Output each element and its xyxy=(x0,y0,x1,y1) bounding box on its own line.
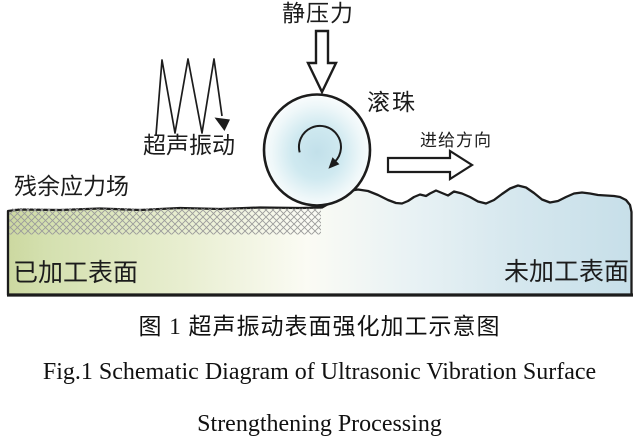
rolling-ball xyxy=(262,93,372,207)
caption-chinese: 图 1 超声振动表面强化加工示意图 xyxy=(138,314,501,339)
label-rolling-ball: 滚珠 xyxy=(367,90,417,115)
label-ultrasonic-vibration: 超声振动 xyxy=(143,133,235,158)
ultrasonic-vibration-wave-icon xyxy=(155,58,230,136)
residual-stress-hatch xyxy=(9,208,321,235)
static-pressure-arrow-icon xyxy=(306,29,338,95)
caption-english-line2: Strengthening Processing xyxy=(197,411,442,437)
label-static-pressure: 静压力 xyxy=(282,1,354,26)
label-unmachined-surface: 未加工表面 xyxy=(503,259,629,286)
label-feed-direction: 进给方向 xyxy=(420,131,492,150)
caption-english-line1: Fig.1 Schematic Diagram of Ultrasonic Vi… xyxy=(42,359,597,385)
schematic-diagram xyxy=(6,29,633,297)
feed-direction-arrow-icon xyxy=(386,148,475,182)
label-residual-stress-field: 残余应力场 xyxy=(14,174,129,199)
rotation-arrow-icon xyxy=(298,125,342,169)
label-machined-surface: 已加工表面 xyxy=(13,260,139,287)
